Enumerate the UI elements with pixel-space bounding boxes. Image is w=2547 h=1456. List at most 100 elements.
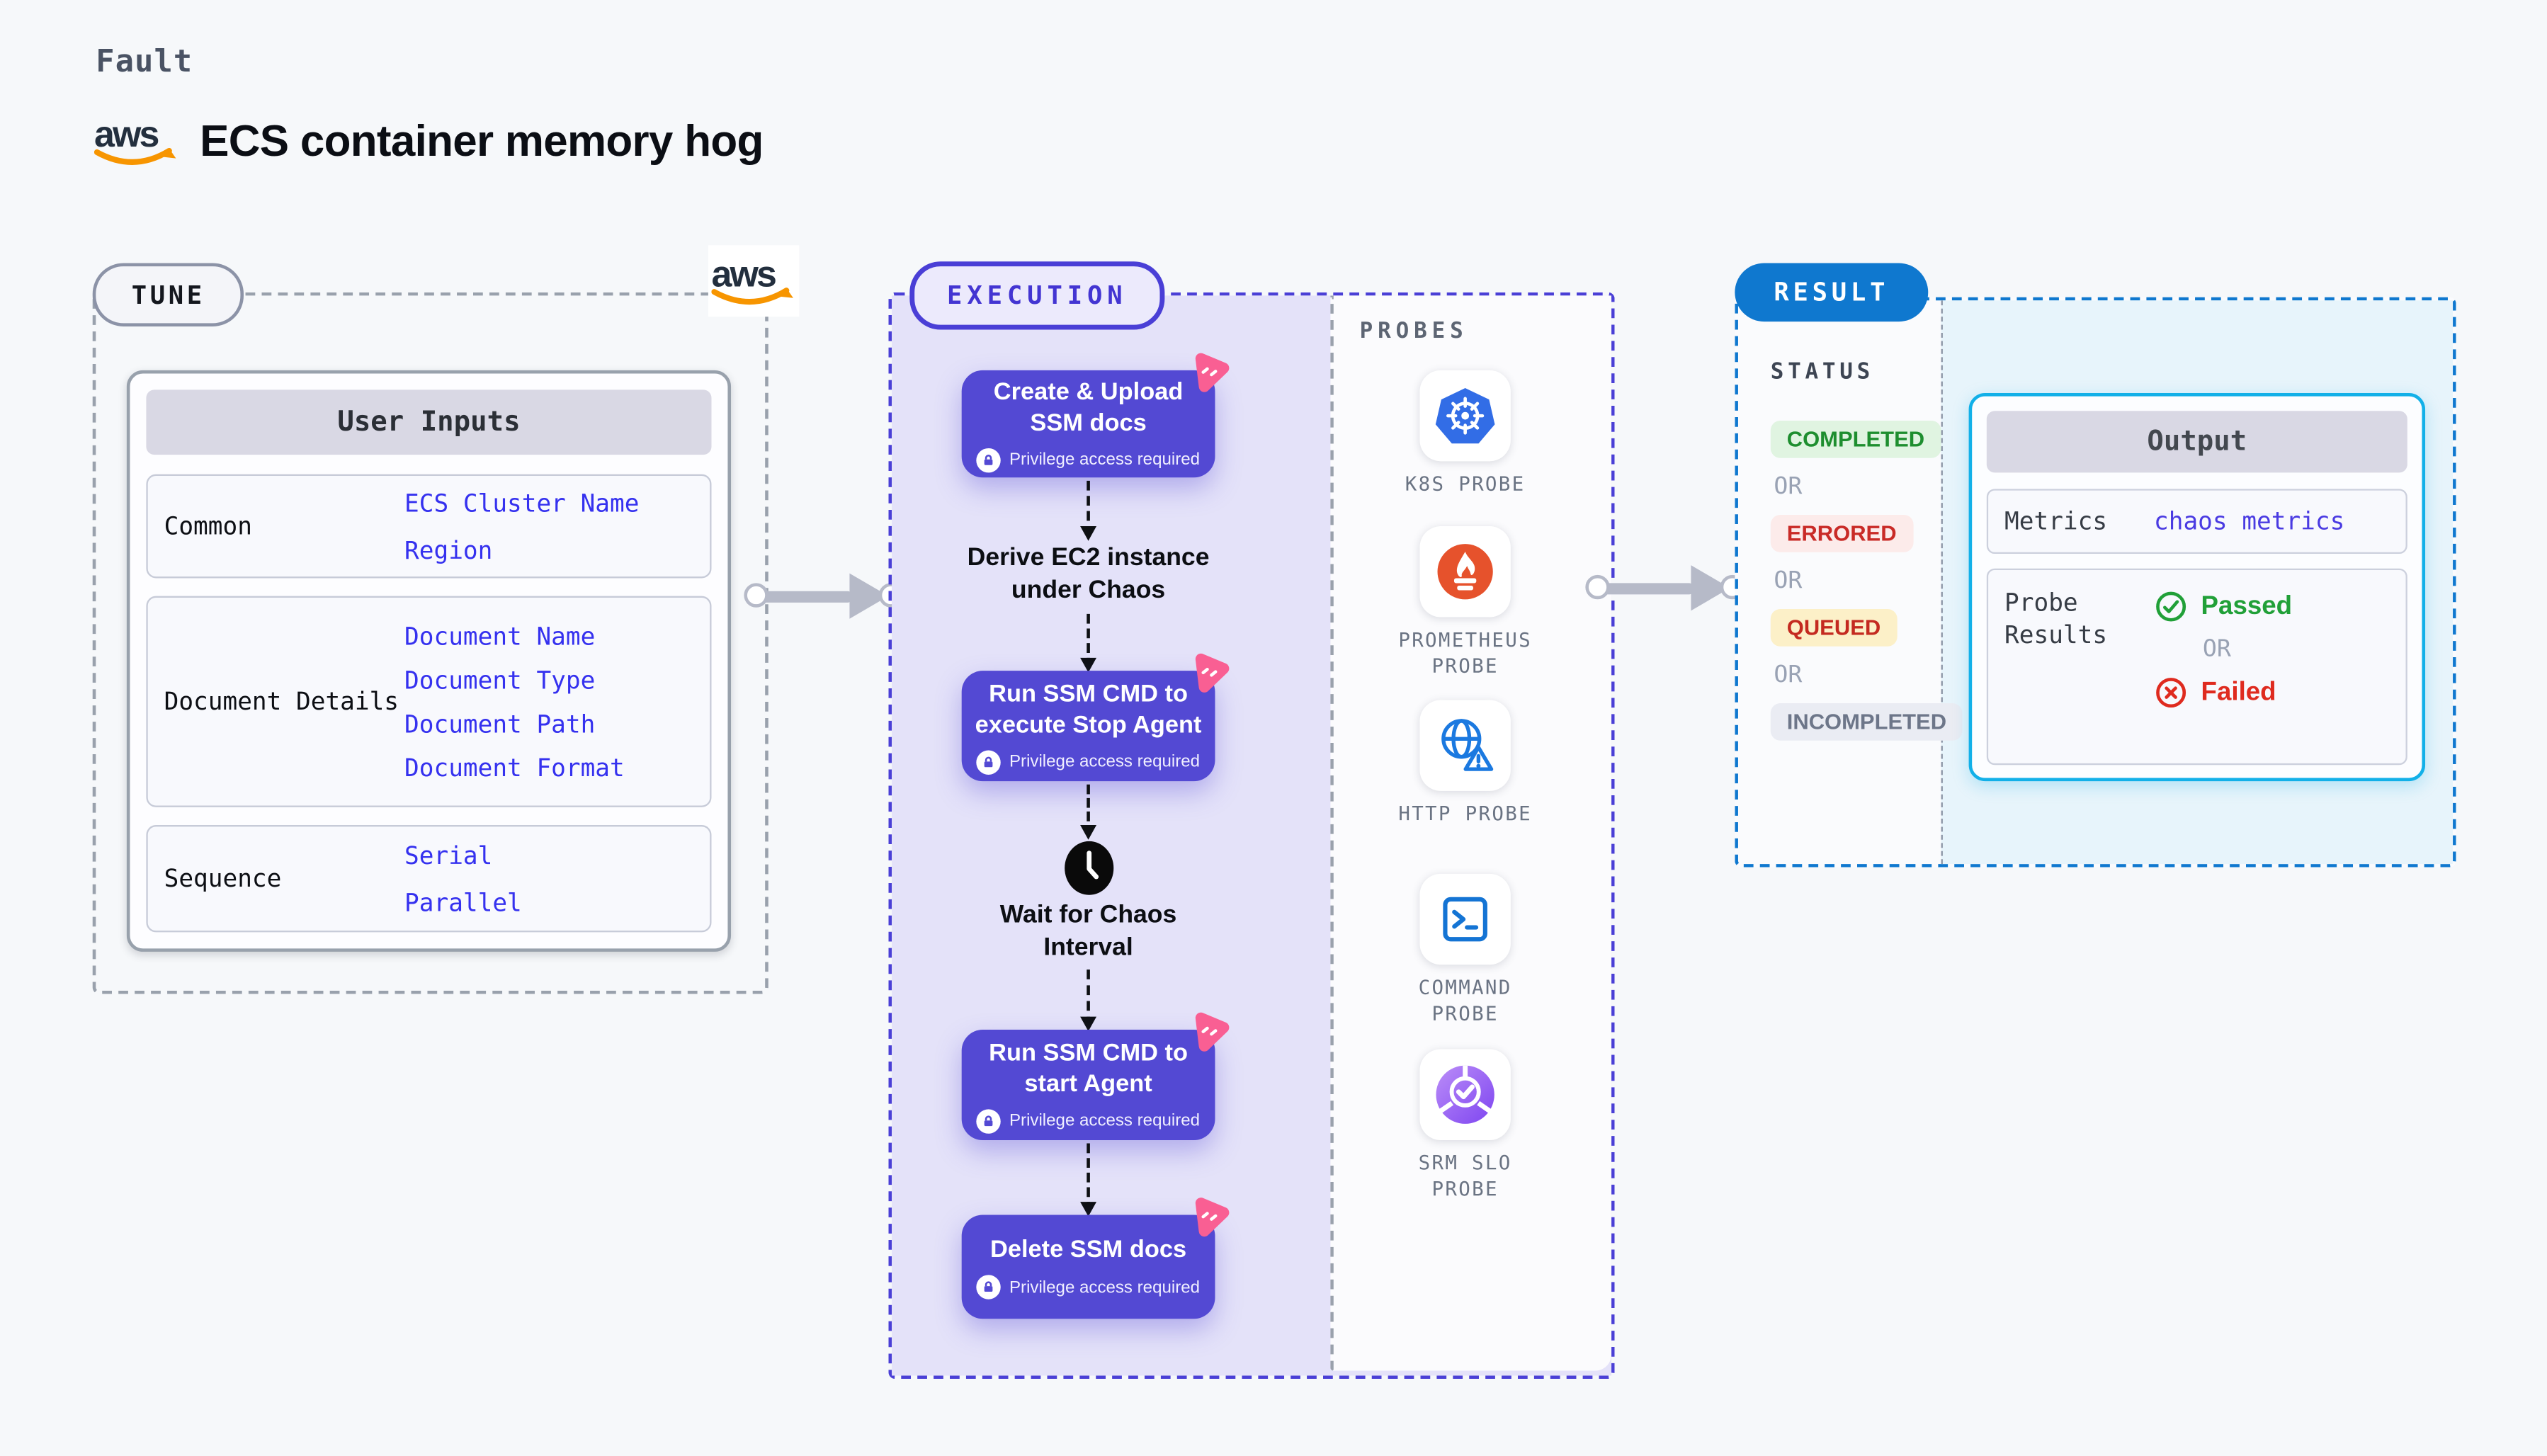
probe-label: K8S PROBE [1405,472,1526,496]
step-title: Delete SSM docs [989,1236,1187,1264]
table-row: Common ECS Cluster Name Region [146,474,712,579]
aws-logo-icon: aws [711,254,793,305]
chaos-marker-icon [1181,647,1234,707]
failed-row: Failed [2154,676,2292,710]
chaos-marker-icon [1181,1191,1234,1251]
step-card-run-ssm-stop-agent: Run SSM CMD to execute Stop Agent Privil… [961,653,1230,782]
step-title: Run SSM CMD to execute Stop Agent [975,679,1202,739]
status-column: STATUS COMPLETED OR ERRORED OR QUEUED OR… [1770,359,1963,757]
or-label: OR [2202,637,2231,663]
result-section: STATUS COMPLETED OR ERRORED OR QUEUED OR… [1735,297,2456,868]
privilege-row: Privilege access required [977,1108,1201,1133]
input-value: Document Name [404,621,596,651]
output-header: Output [1986,411,2407,473]
flow-connector [1079,969,1096,1032]
row-values: Document Name Document Type Document Pat… [404,598,710,806]
step-card-create-upload-ssm-docs: Create & Upload SSM docs Privilege acces… [961,353,1230,478]
circle-check-icon [2156,591,2186,622]
row-values: ECS Cluster Name Region [404,476,710,576]
execution-badge: EXECUTION [909,261,1165,330]
privilege-label: Privilege access required [1009,1110,1201,1131]
step-text-wait-for-chaos: Wait for Chaos Interval [999,901,1177,961]
result-badge: RESULT [1735,263,1929,322]
table-row: Sequence Serial Parallel [146,825,712,933]
probe-item-http: HTTP PROBE [1351,700,1579,827]
flow-connector [1079,1143,1096,1217]
probe-item-command: COMMAND PROBE [1351,873,1579,1027]
passed-label: Passed [2201,591,2293,620]
or-label: OR [1774,662,1803,689]
title-row: aws ECS container memory hog [94,114,764,169]
flow-connector [1079,784,1096,840]
execution-to-result-arrow [1585,564,1748,613]
privilege-label: Privilege access required [1009,751,1201,772]
input-value: Parallel [404,887,522,917]
step-card-delete-ssm-docs: Delete SSM docs Privilege access require… [961,1198,1230,1319]
probe-label: HTTP PROBE [1398,802,1532,826]
or-label: OR [1774,568,1803,595]
probe-item-srm-slo: SRM SLO PROBE [1351,1049,1579,1202]
lock-icon [977,1275,1002,1299]
privilege-row: Privilege access required [977,749,1201,774]
metrics-row: Metrics chaos metrics [1986,489,2407,554]
http-globe-icon [1419,700,1511,791]
probe-item-prometheus: PROMETHEUS PROBE [1351,526,1579,679]
row-label: Sequence [164,864,282,894]
probe-label: SRM SLO PROBE [1418,1151,1512,1200]
arrow-start-ring [744,583,768,608]
status-badge-incompleted: INCOMPLETED [1770,703,1963,741]
input-value: Serial [404,840,493,870]
privilege-label: Privilege access required [1009,1277,1201,1297]
page-title: ECS container memory hog [200,115,764,165]
arrow-shaft [1598,582,1693,594]
metrics-label: Metrics [2004,506,2108,536]
tune-badge: TUNE [92,263,244,326]
privilege-row: Privilege access required [977,1275,1200,1299]
prometheus-icon [1419,526,1511,618]
step-card-run-ssm-start-agent: Run SSM CMD to start Agent Privilege acc… [961,1012,1230,1140]
user-inputs-table: User Inputs Common ECS Cluster Name Regi… [126,370,732,952]
tune-to-execution-arrow [744,571,907,620]
srm-slo-icon [1419,1049,1511,1140]
probe-results-row: Probe Results Passed OR Failed [1986,568,2407,766]
probe-results-values: Passed OR Failed [2154,586,2292,710]
tune-aws-logo-patch: aws [708,245,800,317]
step-title: Create & Upload SSM docs [993,377,1184,436]
chaos-marker-icon [1181,1006,1234,1067]
input-value: ECS Cluster Name [404,488,640,518]
status-badge-errored: ERRORED [1770,515,1913,552]
lock-icon [977,447,1002,472]
tune-section [92,292,768,994]
aws-logo-icon: aws [94,114,176,165]
output-card: Output Metrics chaos metrics Probe Resul… [1968,393,2426,782]
privilege-row: Privilege access required [977,447,1201,472]
wait-clock-icon [1061,838,1118,906]
aws-logo-text: aws [94,114,158,155]
step-title: Run SSM CMD to start Agent [989,1038,1189,1098]
status-badge-completed: COMPLETED [1770,420,1941,458]
flow-connector [1079,613,1096,673]
probe-label: PROMETHEUS PROBE [1398,628,1532,677]
metrics-value: chaos metrics [2154,506,2345,536]
privilege-label: Privilege access required [1009,450,1201,470]
circle-x-icon [2156,678,2186,708]
step-text-derive-ec2: Derive EC2 instance under Chaos [967,544,1210,603]
row-values: Serial Parallel [404,826,710,931]
probes-panel: PROBES [1330,295,1612,1371]
terminal-icon [1419,873,1511,965]
flow-connector [1079,480,1096,541]
status-badge-queued: QUEUED [1770,609,1898,647]
user-inputs-header: User Inputs [146,389,712,455]
kubernetes-icon [1419,370,1511,462]
aws-logo-text: aws [712,254,776,295]
or-label: OR [1774,474,1803,501]
row-label: Common [164,511,252,541]
probe-item-k8s: K8S PROBE [1351,370,1579,498]
lock-icon [977,749,1002,774]
fault-kicker: Fault [96,43,193,80]
chaos-marker-icon [1181,347,1234,407]
probe-label: COMMAND PROBE [1418,976,1512,1024]
passed-row: Passed [2154,590,2292,624]
